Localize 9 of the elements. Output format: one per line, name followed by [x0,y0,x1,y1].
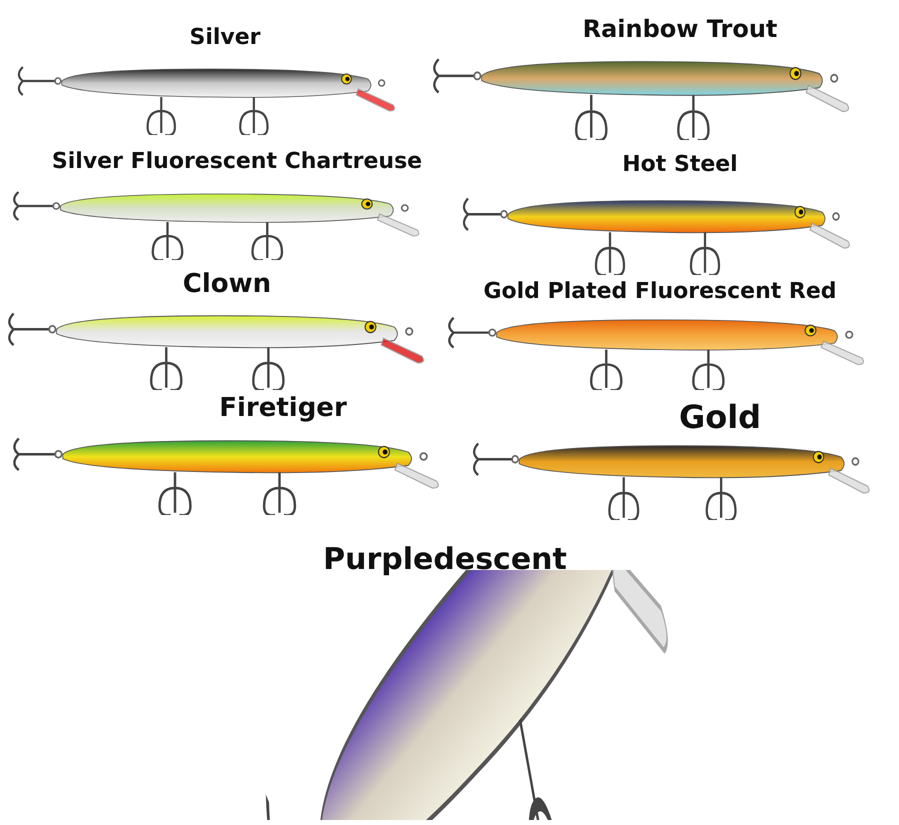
color-name: Gold Plated Fluorescent Red [483,280,837,304]
color-name: Rainbow Trout [582,16,778,42]
color-name: Clown [182,270,272,299]
color-name: Gold [678,400,762,436]
color-name: Silver Fluorescent Chartreuse [52,150,422,174]
color-name: Silver [189,26,261,50]
color-name: Hot Steel [622,153,738,178]
color-name: Purpledescent [323,543,567,576]
color-name: Firetiger [219,394,347,423]
